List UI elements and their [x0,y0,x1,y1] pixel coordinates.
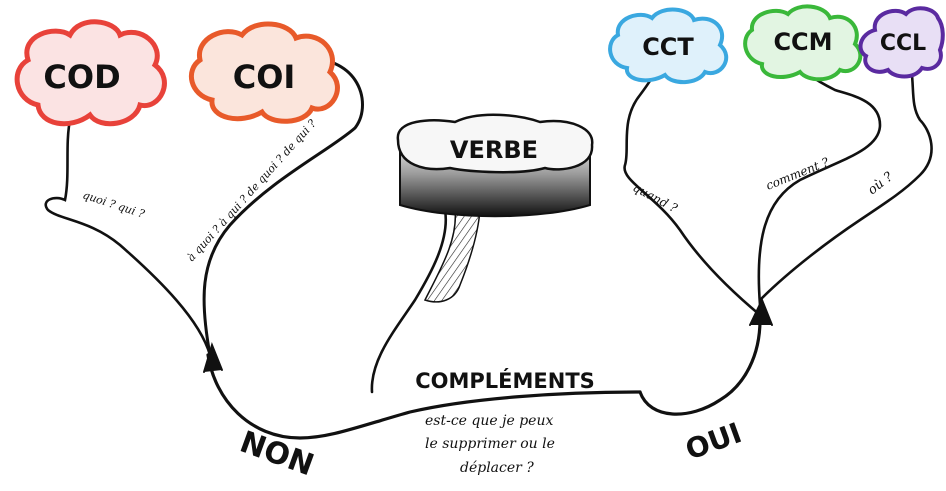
non-arrow [203,341,223,373]
oui-label: OUI [681,416,746,466]
question-line-3: déplacer ? [460,460,534,476]
ccl-branch-line [758,58,933,302]
coi-branch-line [202,58,364,357]
oui-branch-line [638,318,762,416]
ccm-cloud-shape [743,4,863,82]
ccm-cloud: CCM [743,4,863,82]
cct-branch-line [623,58,762,317]
verbe-trunk-line [370,208,448,394]
coi-question: à quoi ? à qui ? de quoi ? de qui ? [185,117,319,264]
cct-cloud-shape [608,7,729,85]
cod-cloud-shape [14,19,167,127]
verbe-stump: VERBE [396,113,594,303]
question-line-1: est-ce que je peux [425,413,553,429]
coi-cloud: COI [189,21,340,124]
question-line-2: le supprimer ou le [425,436,555,452]
cct-label: CCT [642,33,694,61]
verbe-stump-top [396,113,594,174]
coi-label: COI [233,58,296,96]
ccm-label: CCM [773,28,832,56]
ccm-question: comment ? [764,155,832,193]
verbe-trunk [423,209,481,303]
connector-lines [44,58,933,440]
coi-cloud-shape [189,21,340,124]
ccm-branch-line [757,58,882,307]
cod-branch-line [44,118,212,357]
cct-question: quand ? [631,180,681,215]
non-branch-line [206,353,642,440]
ccl-question: où ? [865,169,897,198]
ccl-label: CCL [880,31,926,56]
cod-cloud: COD [14,19,167,127]
ccl-cloud-shape [858,6,945,79]
cod-label: COD [43,58,120,96]
non-label: NON [235,425,318,484]
cct-cloud: CCT [608,7,729,85]
cod-question: quoi ? qui ? [81,188,146,220]
oui-arrow [749,297,773,326]
ccl-cloud: CCL [858,6,945,79]
verbe-label: VERBE [450,136,538,164]
complements-label: COMPLÉMENTS [415,368,595,393]
